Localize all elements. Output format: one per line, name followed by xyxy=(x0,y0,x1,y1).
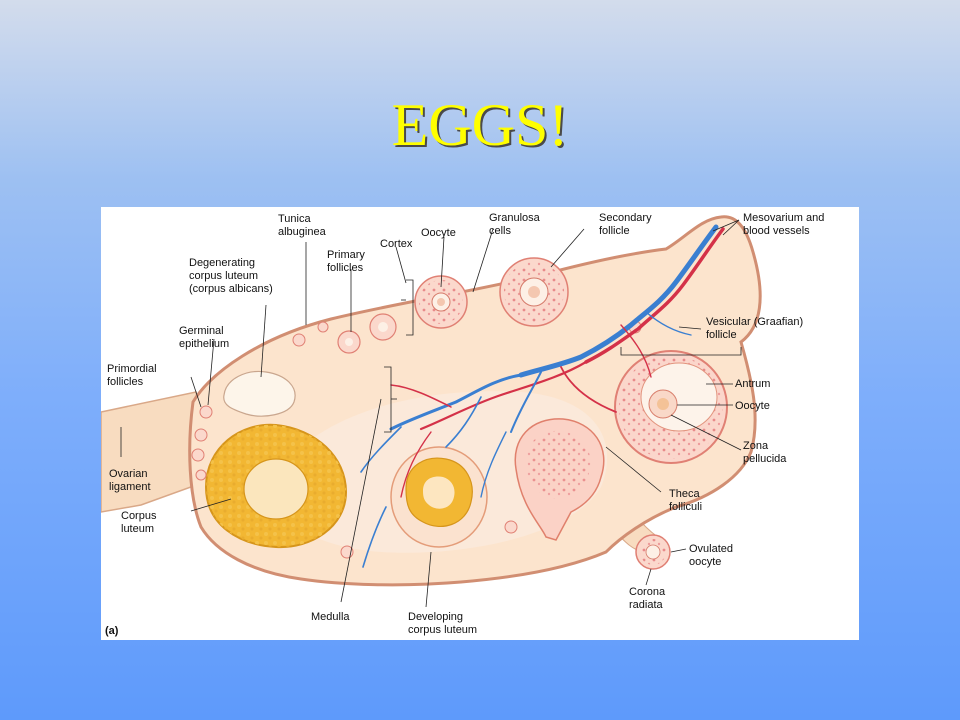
primordial-follicles xyxy=(191,320,642,559)
growing-follicle xyxy=(414,275,468,329)
secondary-follicle xyxy=(499,257,569,327)
label-antrum: Antrum xyxy=(735,378,770,390)
developing-corpus-luteum xyxy=(390,446,488,548)
ovarian-ligament-shape xyxy=(101,391,214,513)
corpus-luteum xyxy=(204,423,348,549)
ovulated-oocyte xyxy=(635,534,671,570)
leader-lines xyxy=(120,219,742,608)
bracket-markers xyxy=(384,279,742,433)
label-medulla: Medulla xyxy=(311,611,350,623)
label-cortex: Cortex xyxy=(380,238,413,250)
panel-label: (a) xyxy=(105,625,119,637)
label-vesicular-follicle: Vesicular (Graafian)follicle xyxy=(706,316,803,341)
corpus-albicans xyxy=(223,370,296,417)
label-oocyte-top: Oocyte xyxy=(421,227,456,239)
slide-title: EGGS! xyxy=(391,92,569,158)
primary-follicles xyxy=(337,313,397,354)
vesicular-follicle xyxy=(614,350,728,464)
label-oocyte-right: Oocyte xyxy=(735,400,770,412)
blood-vessels xyxy=(360,224,725,568)
